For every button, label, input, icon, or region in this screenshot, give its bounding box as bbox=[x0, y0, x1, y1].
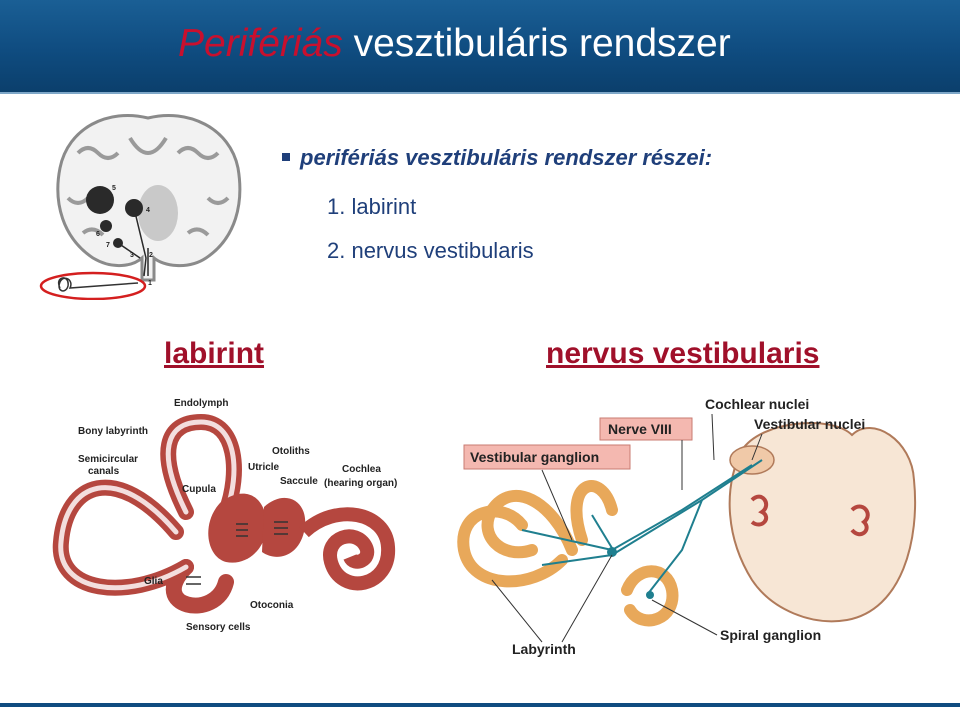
small-labyrinth-icon bbox=[57, 277, 139, 292]
label-sensory-cells: Sensory cells bbox=[186, 622, 251, 633]
brain-number-3: 3 bbox=[130, 252, 134, 259]
label-glia: Glia bbox=[144, 576, 163, 587]
brain-number-2: 2 bbox=[149, 252, 153, 259]
label-labyrinth: Labyrinth bbox=[512, 641, 576, 657]
brain-number-4: 4 bbox=[146, 207, 150, 214]
label-otoliths: Otoliths bbox=[272, 446, 310, 457]
brain-number-5: 5 bbox=[112, 185, 116, 192]
label-nerve-viii: Nerve VIII bbox=[608, 421, 672, 437]
label-cochlear-nuclei: Cochlear nuclei bbox=[705, 396, 809, 412]
label-vestibular-nuclei: Vestibular nuclei bbox=[754, 416, 865, 432]
title-divider bbox=[0, 92, 960, 94]
label-cochlea: Cochlea bbox=[342, 464, 381, 475]
brain-coronal-figure: 5 4 6 7 3 2 1 bbox=[39, 113, 242, 300]
title-accent: Perifériás bbox=[178, 22, 343, 65]
vestibular-nerve-figure: Nerve VIII Vestibular ganglion Cochlear … bbox=[457, 396, 917, 657]
brain-number-6: 6 bbox=[96, 231, 100, 238]
slide-title: Perifériás vesztibuláris rendszer bbox=[178, 20, 731, 68]
title-bar: Perifériás vesztibuláris rendszer bbox=[0, 0, 960, 92]
brain-number-1: 1 bbox=[148, 280, 152, 287]
label-canals: canals bbox=[88, 466, 120, 477]
bullet-item: perifériás vesztibuláris rendszer részei… bbox=[282, 145, 712, 171]
square-bullet-icon bbox=[282, 153, 290, 162]
list-item-nervus: 2. nervus vestibularis bbox=[327, 238, 534, 263]
bottom-divider bbox=[0, 703, 960, 707]
list-item-labirint: 1. labirint bbox=[327, 194, 417, 219]
label-spiral-ganglion: Spiral ganglion bbox=[720, 627, 821, 643]
label-bony-labyrinth: Bony labyrinth bbox=[78, 426, 148, 437]
label-cupula: Cupula bbox=[182, 484, 216, 495]
heading-labirint: labirint bbox=[164, 337, 265, 370]
labyrinth-figure: Endolymph Bony labyrinth Semicircular ca… bbox=[52, 398, 397, 633]
brain-number-7: 7 bbox=[106, 242, 110, 249]
label-otoconia: Otoconia bbox=[250, 600, 294, 611]
label-vestibular-ganglion: Vestibular ganglion bbox=[470, 449, 599, 465]
labyrinth-highlight-ellipse bbox=[39, 271, 147, 300]
label-saccule: Saccule bbox=[280, 476, 318, 487]
heading-nervus-vestibularis: nervus vestibularis bbox=[546, 337, 820, 370]
label-utricle: Utricle bbox=[248, 462, 280, 473]
label-semicircular: Semicircular bbox=[78, 454, 138, 465]
label-endolymph: Endolymph bbox=[174, 398, 228, 409]
label-hearing-organ: (hearing organ) bbox=[324, 478, 397, 489]
title-rest: vesztibuláris rendszer bbox=[342, 22, 731, 65]
bullet-text: perifériás vesztibuláris rendszer részei… bbox=[300, 145, 713, 170]
